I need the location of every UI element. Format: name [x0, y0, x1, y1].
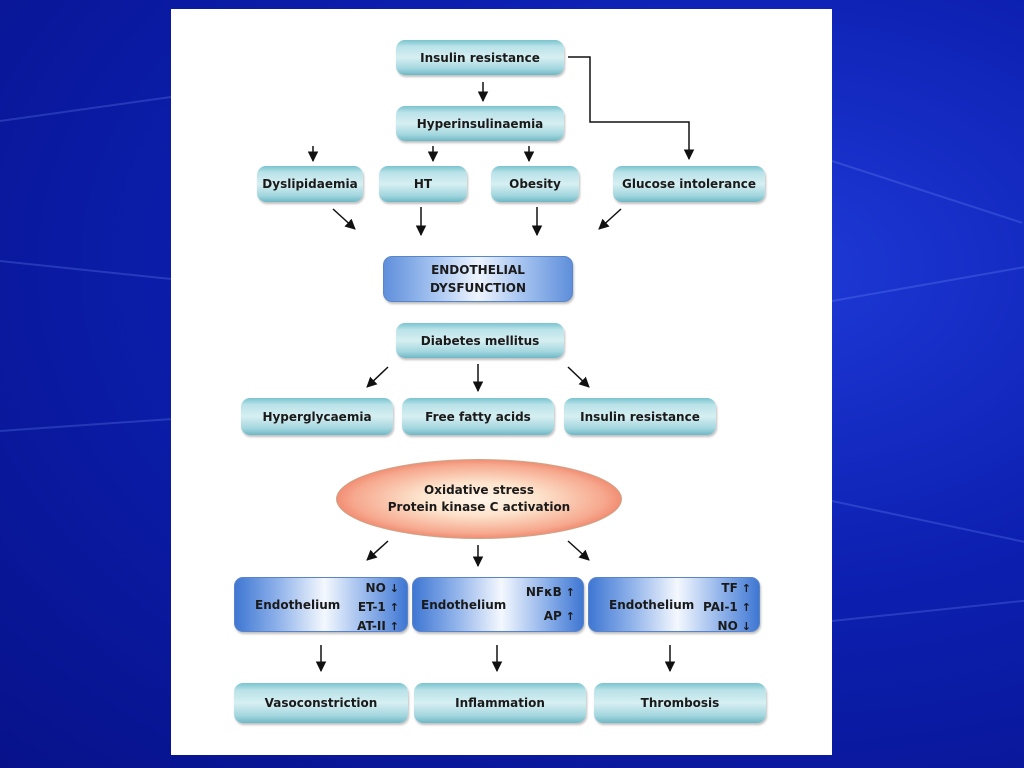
hyperglycaemia-box: Hyperglycaemia [241, 398, 393, 435]
background-ray [0, 260, 180, 281]
marker-name: NO [717, 619, 738, 633]
marker-row: TF ↑ [721, 580, 751, 596]
pkc-activation-label: Protein kinase C activation [387, 500, 571, 514]
thrombosis-label: Thrombosis [640, 696, 720, 710]
endothelium-label: Endothelium [609, 598, 695, 612]
connector-layer [307, 56, 695, 673]
endothelial-dysfunction-box: ENDOTHELIAL DYSFUNCTION [383, 256, 573, 302]
arrow-os-to-endo-left [366, 540, 389, 561]
inflammation-box: Inflammation [414, 683, 586, 723]
free-fatty-acids-box: Free fatty acids [402, 398, 554, 435]
insulin-resistance-box: Insulin resistance [396, 40, 564, 75]
endothelium-left-box: Endothelium NO ↓ ET-1 ↑ AT-II ↑ [234, 577, 408, 634]
arrow-dyslipidaemia-to-ed [332, 208, 356, 230]
endothelium-label: Endothelium [421, 598, 507, 612]
insulin-resistance-bottom-label: Insulin resistance [580, 409, 700, 424]
ht-label: HT [413, 177, 433, 191]
background-ray [831, 160, 1023, 224]
insulin-resistance-label: Insulin resistance [420, 50, 540, 65]
insulin-resistance-bottom-box: Insulin resistance [564, 398, 716, 435]
arrow-dm-to-ir [567, 366, 590, 388]
glucose-intolerance-box: Glucose intolerance [613, 166, 765, 202]
down-arrow-icon: ↓ [741, 619, 751, 633]
background-ray [831, 500, 1024, 544]
oxidative-stress-ellipse: Oxidative stress Protein kinase C activa… [336, 459, 622, 539]
marker-name: TF [721, 581, 738, 595]
up-arrow-icon: ↑ [741, 581, 751, 595]
diabetes-mellitus-box: Diabetes mellitus [396, 323, 564, 358]
arrow-dm-to-hyperglycaemia [366, 366, 389, 388]
diagram-panel: Insulin resistance Hyperinsulinaemia Dys… [171, 9, 832, 755]
marker-row: NO ↓ [718, 618, 751, 634]
marker-list: NFκB ↑ AP ↑ [526, 584, 575, 624]
down-arrow-icon: ↓ [389, 581, 399, 595]
endothelial-dysfunction-line1: ENDOTHELIAL [431, 263, 525, 277]
background-ray [0, 94, 179, 122]
obesity-label: Obesity [509, 177, 561, 191]
marker-row: ET-1 ↑ [358, 599, 399, 615]
marker-name: NFκB [525, 585, 562, 599]
endothelial-dysfunction-line2: DYSFUNCTION [429, 281, 527, 295]
marker-list: NO ↓ ET-1 ↑ AT-II ↑ [357, 580, 399, 634]
thrombosis-box: Thrombosis [594, 683, 766, 723]
marker-row: PAI-1 ↑ [703, 599, 751, 615]
vasoconstriction-label: Vasoconstriction [264, 696, 378, 710]
endothelium-right-box: Endothelium TF ↑ PAI-1 ↑ NO ↓ [588, 577, 760, 634]
marker-row: NFκB ↑ [526, 584, 575, 600]
marker-row: AP ↑ [544, 608, 575, 624]
arrow-glucose-to-ed [598, 208, 622, 230]
marker-name: PAI-1 [703, 600, 738, 614]
background-ray [831, 265, 1024, 302]
dyslipidaemia-label: Dyslipidaemia [262, 177, 358, 191]
up-arrow-icon: ↑ [741, 600, 751, 614]
marker-name: NO [365, 581, 386, 595]
hyperinsulinaemia-box: Hyperinsulinaemia [396, 106, 564, 141]
background-ray [0, 417, 180, 432]
inflammation-label: Inflammation [455, 696, 545, 710]
background-ray [831, 599, 1024, 622]
oxidative-stress-label: Oxidative stress [424, 483, 534, 497]
up-arrow-icon: ↑ [565, 609, 575, 623]
endothelium-label: Endothelium [255, 598, 341, 612]
marker-row: NO ↓ [366, 580, 399, 596]
marker-name: AP [543, 609, 562, 623]
up-arrow-icon: ↑ [389, 600, 399, 614]
marker-name: ET-1 [357, 600, 386, 614]
endothelium-middle-box: Endothelium NFκB ↑ AP ↑ [412, 577, 584, 632]
marker-list: TF ↑ PAI-1 ↑ NO ↓ [703, 580, 751, 634]
dyslipidaemia-box: Dyslipidaemia [257, 166, 363, 202]
hyperglycaemia-label: Hyperglycaemia [262, 409, 372, 424]
up-arrow-icon: ↑ [565, 585, 575, 599]
up-arrow-icon: ↑ [389, 619, 399, 633]
marker-name: AT-II [357, 619, 386, 633]
ht-box: HT [379, 166, 467, 202]
arrow-ir-to-glucose-intolerance [568, 56, 695, 161]
hyperinsulinaemia-label: Hyperinsulinaemia [416, 116, 544, 131]
glucose-intolerance-label: Glucose intolerance [621, 177, 757, 191]
marker-row: AT-II ↑ [357, 618, 399, 634]
obesity-box: Obesity [491, 166, 579, 202]
free-fatty-acids-label: Free fatty acids [425, 409, 531, 424]
diabetes-mellitus-label: Diabetes mellitus [420, 333, 540, 348]
vasoconstriction-box: Vasoconstriction [234, 683, 408, 723]
arrow-os-to-endo-right [567, 540, 590, 561]
